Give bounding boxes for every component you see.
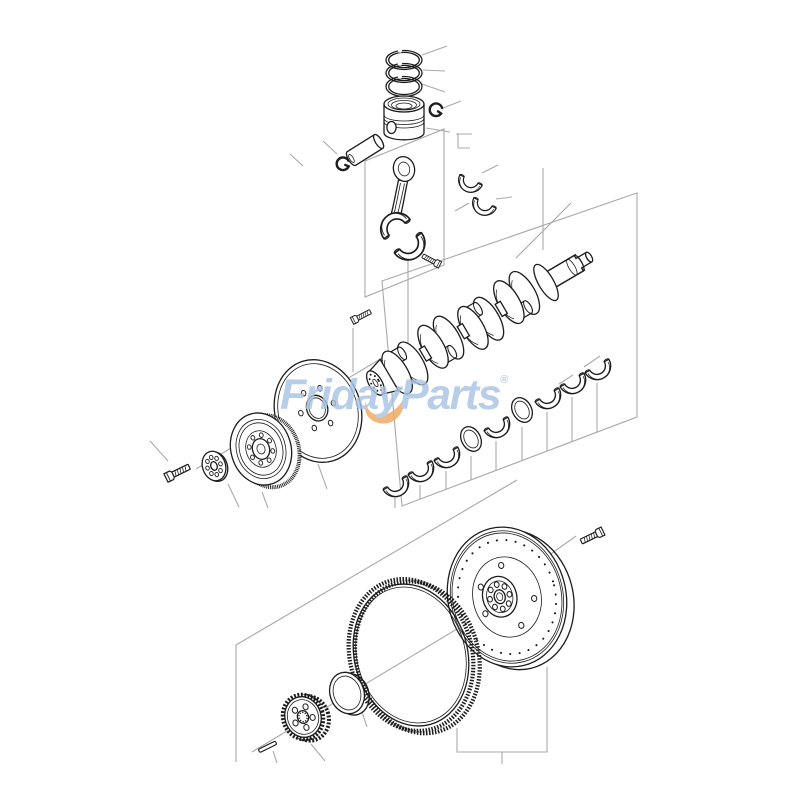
piston-pin (345, 133, 385, 167)
bearing-shell (381, 474, 415, 503)
leader-line (421, 83, 446, 93)
piston (383, 95, 425, 141)
vibration-damper (273, 359, 363, 463)
leader-line (310, 743, 326, 762)
leader-line (495, 196, 513, 200)
crankshaft-gear (280, 692, 331, 743)
leader-line (227, 483, 240, 508)
leader-line (454, 202, 470, 212)
leader-line (481, 164, 499, 174)
circlip (335, 156, 351, 172)
leader-line (558, 374, 574, 385)
pulley-bolt (163, 461, 192, 483)
bearing-row-leaders (394, 383, 598, 508)
bearing-shell (533, 386, 567, 415)
leader-line (149, 440, 169, 462)
rod-small-end (392, 155, 416, 183)
leader-line (289, 153, 304, 167)
rod-shank (390, 179, 409, 217)
rod-cap-bolt (420, 252, 443, 269)
piston-ring (385, 48, 423, 71)
rod-bearing-shells (453, 173, 498, 221)
leader-line (422, 69, 446, 72)
leader-bracket (456, 133, 472, 149)
leader-line (361, 711, 368, 728)
crankshaft-rear-nose (546, 251, 594, 288)
dowel-pin (258, 740, 277, 753)
leader-line (442, 100, 462, 109)
connecting-rod (373, 155, 416, 241)
panel-gear-group (235, 479, 518, 762)
leader-line (272, 750, 278, 764)
bearing-shell (406, 459, 440, 488)
leader-line (421, 45, 448, 56)
flywheel-dot-ring (456, 538, 558, 656)
leader-line (317, 463, 328, 490)
leader-line (547, 535, 577, 557)
damper-center-hole (305, 394, 329, 422)
spacer-ring (328, 671, 370, 716)
circlip (428, 102, 444, 118)
bearing-shell (467, 196, 498, 221)
rod-cap (392, 230, 433, 268)
bearing-shell (482, 415, 516, 444)
leader-line (322, 140, 338, 155)
leader-line (261, 491, 269, 509)
gear-lightening-holes (291, 703, 316, 731)
flywheel-bolt-holes (487, 581, 513, 613)
crankshaft-rear-flange (533, 263, 559, 302)
flywheel-hub (481, 575, 518, 618)
thrust-ring (459, 426, 483, 452)
bearing-shell (453, 173, 484, 198)
piston-rings (385, 48, 423, 98)
main-bearing-shells (381, 357, 617, 503)
bearing-shell (583, 357, 617, 386)
flywheel-face-holes (477, 561, 538, 629)
crankshaft-pulley (229, 412, 302, 490)
leader-line (425, 127, 451, 133)
panel-connecting-rod (364, 128, 445, 298)
piston-pin-bore (386, 120, 397, 135)
thrust-ring (510, 397, 534, 423)
leader-line (515, 202, 572, 259)
piston-ring (385, 61, 423, 84)
bearing-shell (432, 445, 466, 474)
flywheel (446, 526, 575, 671)
pulley-washer (201, 450, 229, 482)
bearing-shell (558, 371, 592, 400)
washer-holes (205, 454, 223, 478)
leader-line (583, 355, 601, 368)
crankshaft (365, 251, 594, 400)
flywheel-bolt (578, 526, 606, 547)
damper-bolt-holes (298, 384, 337, 432)
pulley-bolt-holes (246, 432, 276, 466)
bolt (349, 307, 373, 325)
